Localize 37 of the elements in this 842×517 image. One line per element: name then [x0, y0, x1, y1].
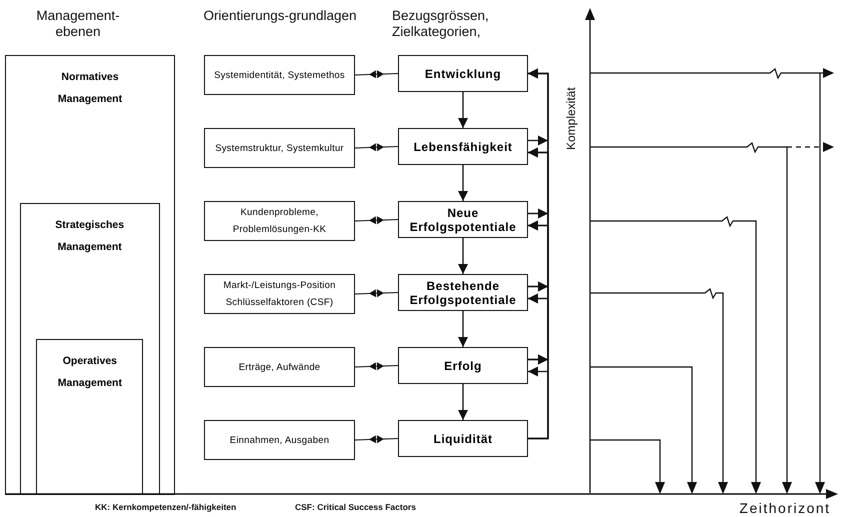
box-text: Bestehende Erfolgspotentiale	[408, 278, 518, 306]
box-text: Kundenprobleme, Problemlösungen-KK	[232, 206, 328, 237]
column-heading: Management-ebenen	[35, 8, 121, 40]
target-category-box	[398, 347, 528, 384]
box-text: Neue Erfolgspotentiale	[408, 206, 518, 234]
box-text: Liquidität	[434, 432, 492, 446]
management-level-box	[36, 339, 144, 494]
footnote: CSF: Critical Success Factors	[295, 501, 416, 514]
box-text: Erträge, Aufwände	[238, 360, 320, 374]
box-text: Systemstruktur, Systemkultur	[215, 142, 344, 156]
footnote: KK: Kernkompetenzen/-fähigkeiten	[95, 501, 236, 514]
orientation-box	[204, 274, 355, 314]
target-category-box	[398, 128, 528, 165]
box-text: Normatives Management	[56, 70, 124, 107]
box-text: Erfolg	[444, 358, 482, 372]
orientation-box	[204, 347, 355, 387]
management-level-box	[5, 55, 175, 495]
orientation-box	[204, 128, 355, 168]
target-category-box	[398, 274, 528, 311]
axis-label: Zeithorizont	[738, 500, 832, 516]
box-text: Einnahmen, Ausgaben	[230, 434, 330, 448]
box-text: Entwicklung	[424, 66, 502, 80]
target-category-box	[398, 201, 528, 238]
column-heading: Orientierungs-grundlagen	[202, 8, 358, 24]
box-text: Operatives Management	[56, 354, 123, 392]
orientation-box	[204, 201, 355, 241]
axis-label: Komplexität	[563, 87, 579, 150]
target-category-box	[398, 420, 528, 457]
box-text: Strategisches Management	[54, 218, 126, 255]
orientation-box	[204, 55, 355, 95]
management-level-box	[20, 202, 160, 495]
box-text: Markt-/Leistungs-Position Schlüsselfaktoren (CSF)	[222, 279, 337, 310]
orientation-box	[204, 420, 355, 460]
target-category-box	[398, 55, 528, 92]
box-text: Systemidentität, Systemethos	[214, 68, 345, 82]
box-text: Lebensfähigkeit	[414, 140, 512, 154]
column-heading: Bezugsgrössen, Zielkategorien,	[392, 8, 490, 40]
